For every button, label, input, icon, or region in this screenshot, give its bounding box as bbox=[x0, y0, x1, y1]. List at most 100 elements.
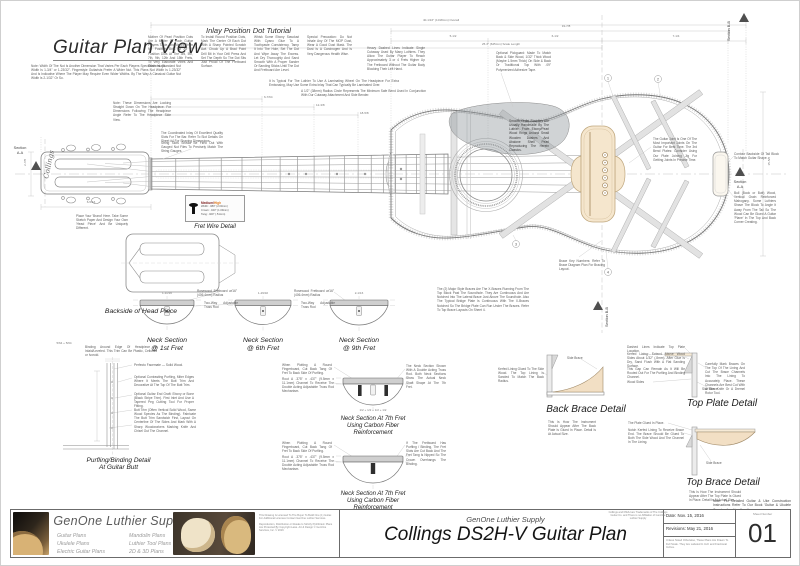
section-marker-bb-bottom-icon bbox=[593, 301, 603, 310]
neck-section-1-label: Neck Section@ 1st Fret bbox=[146, 337, 188, 352]
revision-row-divider bbox=[663, 536, 735, 537]
note-purfling-4: Butt Trim (Often Vertical Solid Wood, Sa… bbox=[134, 408, 196, 433]
note-back-lining: Kerfed Lining Glued To The Side Wood. Th… bbox=[498, 367, 544, 384]
headstock-slot-upper bbox=[54, 158, 132, 170]
top-brace-detail-label: Top Brace Detail bbox=[686, 477, 760, 488]
note-truss-rod-2: Two-Way Adjustable Truss Rod bbox=[301, 301, 335, 310]
dim-body-width: 15-5/8 bbox=[767, 157, 771, 166]
logo-photo-left bbox=[13, 512, 49, 555]
neck-section-7th-carbon-1 bbox=[336, 377, 410, 411]
plan-title: Collings DS2H-V Guitar Plan bbox=[384, 524, 627, 545]
pickguard bbox=[448, 102, 570, 155]
note-bridge-joint: The Guitar Joint Is One Of The Most Impo… bbox=[653, 137, 697, 162]
fret-size-medium: Medium/ bbox=[201, 200, 214, 205]
purfling-binding-detail bbox=[63, 357, 129, 455]
fret-wire-detail-box: Medium/High Width: .080" (2.03mm) Crown:… bbox=[185, 195, 245, 222]
tutorial-title: Inlay Position Dot Tutorial bbox=[206, 26, 291, 35]
note-tail-block: Bull (Book or Butt) Wood, Vertical Grain… bbox=[734, 191, 776, 225]
backside-headpiece bbox=[121, 233, 241, 293]
bridge bbox=[570, 125, 626, 223]
backside-headpiece-label: Backside of Head Piece bbox=[104, 308, 178, 315]
strings bbox=[150, 154, 606, 194]
title-block-divider-3 bbox=[735, 510, 736, 557]
note-back-brace: This Is How The Instrument Should Appear… bbox=[548, 420, 596, 437]
tone-bar bbox=[610, 177, 652, 254]
tuner-posts bbox=[61, 143, 126, 205]
note-nut-slots: The Coordinated Inlay Of Excellent Quali… bbox=[161, 131, 223, 144]
guitar-body: 1 2 3 4 bbox=[388, 74, 732, 276]
note-carbon-b2: Rout A .375" x .437" (9.5mm x 11.1mm) Ch… bbox=[282, 455, 334, 472]
note-tutorial-col4: Special Precaution: Do Not Inhale Any Of… bbox=[307, 35, 352, 56]
note-topbrace-1: The Plate Glued In Place. bbox=[628, 421, 665, 425]
dim-body-length: 19-7/8 bbox=[561, 24, 571, 28]
top-brace-profile bbox=[696, 431, 756, 446]
dim-seg5: 7-1/4 bbox=[672, 34, 680, 38]
note-topplate-2: Kerfed Lining: Extend Above Wood Sides A… bbox=[627, 352, 685, 369]
plan-drawing-svg: Collings bbox=[15, 15, 787, 489]
page-title: Guitar Plan View bbox=[53, 37, 203, 58]
date-row-divider bbox=[663, 523, 735, 524]
back-brace-detail-label: Back Brace Detail bbox=[546, 404, 626, 415]
note-carbon-a2: Rout A .375" x .437" (9.5mm x 11.1mm) Ch… bbox=[282, 377, 334, 394]
note-brand: Place Your 'Brand' Here. Take Some Sketc… bbox=[76, 214, 128, 231]
dim-seg4: 6-1/2 bbox=[551, 34, 559, 38]
note-headstock-dims: Note: These Dimensions Are Looking Strai… bbox=[113, 101, 171, 122]
dim-binding: 5/64 + 5/64 bbox=[56, 341, 72, 345]
top-plate-detail bbox=[641, 352, 698, 398]
dim-overall: 40-1/16" (1018mm) Overall bbox=[422, 17, 460, 22]
title-block-divider-2 bbox=[663, 510, 664, 557]
section-marker-aa-right-icon bbox=[735, 167, 745, 176]
fret-wire-detail-label: Fret Wire Detail bbox=[194, 224, 236, 230]
note-purfling-2: Optional Contrasting Purfling, Miter Edg… bbox=[134, 375, 194, 388]
svg-text:3: 3 bbox=[515, 242, 518, 247]
neck-section-9th-fret bbox=[323, 296, 395, 331]
fret-size-high: High bbox=[213, 200, 222, 205]
tone-bar bbox=[610, 94, 652, 171]
tone-bar bbox=[650, 99, 690, 169]
note-purfling-3: Optional Guitar End Graft: Ebony or Bone… bbox=[134, 392, 194, 409]
note-laminating: It Is Typical For The Luthier To Use A L… bbox=[269, 79, 399, 88]
note-nut-width: Note: Width Of The Nut Is Another Dimens… bbox=[31, 64, 181, 81]
note-carbon-a1: When Plotting A Round Fingerboard, Cut B… bbox=[282, 363, 332, 376]
section-marker-bb-bottom-label: Section B-B bbox=[605, 306, 609, 327]
svg-text:4: 4 bbox=[607, 270, 610, 275]
dim-neck-w2: 1-29/32 bbox=[257, 291, 269, 295]
section-marker-aa-left-icon bbox=[31, 161, 41, 170]
note-carbon-right-2: If The Fretboard Has Purfling / Binding,… bbox=[406, 441, 446, 466]
note-brace-key: Brace Key Numbers: Refer To Brace Diagra… bbox=[559, 259, 605, 272]
note-radius-circle: A 1/2" (38mm) Radius Circle Represents T… bbox=[301, 89, 426, 98]
title-underline bbox=[53, 60, 235, 61]
revisions-field: Revisions: May 21, 2016 bbox=[666, 526, 714, 531]
note-topbrace-caption: This Is How The Instrument Should Appear… bbox=[689, 490, 741, 503]
svg-text:2: 2 bbox=[657, 77, 660, 82]
dim-neck-w1: 1-11/16 bbox=[162, 291, 172, 295]
note-tutorial-col2: To Install Round Position Dots, Mark The… bbox=[201, 35, 246, 69]
fret-wire-specs: Medium/High Width: .080" (2.03mm) Crown:… bbox=[201, 200, 229, 216]
soundhole-rosette bbox=[449, 138, 523, 212]
note-topplate-3: This Gap Can Remain As It Will Be Routed… bbox=[627, 367, 685, 380]
dim-d3: 18-5/8 bbox=[360, 111, 369, 115]
dim-headstock-width: 2-7/8 bbox=[23, 159, 27, 166]
back-brace-detail bbox=[546, 354, 605, 398]
dim-headstock-length: 6-5/16 bbox=[86, 200, 96, 204]
upper-transverse-brace bbox=[419, 133, 426, 215]
sheet-number: 01 bbox=[748, 518, 777, 548]
neck-section-9-label: Neck Section@ 9th Fret bbox=[338, 337, 380, 352]
svg-text:1: 1 bbox=[607, 76, 610, 81]
dim-seg3: 5-1/2 bbox=[449, 34, 457, 38]
supply-line: GenOne Luthier Supply bbox=[466, 515, 545, 524]
note-rosette: Smooth Order Rosettes Are Usually Handma… bbox=[509, 119, 549, 153]
note-wood-sides: Wood Sides bbox=[627, 380, 645, 384]
note-topplate-1: Dashed Lines Indicate Top Plate Location… bbox=[627, 345, 685, 354]
license-text: This Drawing Is Licensed To The Buyer To… bbox=[259, 514, 333, 533]
lateral-brace bbox=[450, 112, 458, 236]
dim-d1: 6-7/64 bbox=[264, 95, 273, 99]
note-topplate-right: Carefully Mark Braces On The Top Of The … bbox=[705, 362, 745, 396]
